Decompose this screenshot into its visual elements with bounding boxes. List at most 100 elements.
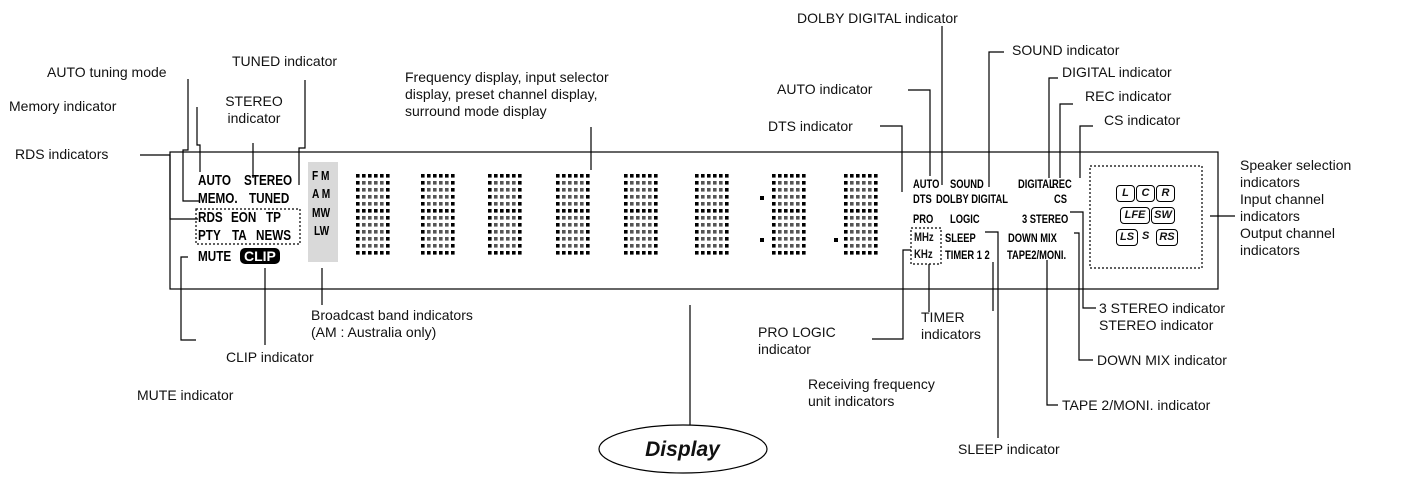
decimal-point-3	[834, 238, 838, 242]
callout-dolby-digital: DOLBY DIGITAL indicator	[797, 10, 958, 26]
panel-pty: PTY	[198, 227, 221, 244]
callout-tuned: TUNED indicator	[232, 53, 338, 69]
panel-r-sleep: SLEEP	[945, 231, 976, 245]
panel-r-dts: DTS	[913, 192, 932, 206]
panel-r-rec: REC	[1052, 177, 1072, 191]
panel-eon: EON	[231, 209, 257, 226]
digit-cell-7	[772, 174, 806, 255]
speaker-c: C	[1136, 185, 1155, 202]
callout-dts: DTS indicator	[768, 118, 853, 134]
callout-timer-line2: indicators	[921, 326, 981, 342]
callout-timer-line1: TIMER	[921, 309, 965, 325]
callout-auto-tuning: AUTO tuning mode	[47, 64, 167, 80]
panel-r-dolby-digital: DOLBY DIGITAL	[936, 192, 1008, 206]
callout-auto: AUTO indicator	[777, 81, 873, 97]
callout-3-stereo: 3 STEREO indicator STEREO indicator	[1099, 300, 1225, 334]
speaker-r: R	[1156, 185, 1175, 202]
panel-tuned: TUNED	[249, 190, 290, 207]
callout-input-line2: indicators	[1240, 208, 1300, 224]
callout-3stereo-line1: 3 STEREO indicator	[1099, 300, 1226, 316]
callout-band-line1: Broadcast band indicators	[311, 307, 473, 323]
callout-cs: CS indicator	[1104, 112, 1181, 128]
panel-r-tape: TAPE2/MONI.	[1007, 248, 1067, 262]
callout-band-line2: (AM : Australia only)	[311, 324, 437, 340]
callout-frequency: Frequency display, input selector displa…	[405, 69, 609, 120]
callout-prologic-line2: indicator	[758, 341, 811, 357]
panel-r-down-mix: DOWN MIX	[1008, 231, 1057, 245]
speaker-lfe: LFE	[1120, 207, 1150, 224]
band-lw: LW	[314, 223, 330, 238]
digit-cell-6	[695, 174, 729, 255]
digit-cell-1	[356, 174, 390, 255]
callout-frequency-line2: display, preset channel display,	[405, 86, 598, 102]
panel-mute: MUTE	[198, 248, 232, 265]
panel-memo: MEMO.	[198, 190, 238, 207]
callout-3stereo-line2: STEREO indicator	[1099, 317, 1214, 333]
band-am: A M	[312, 186, 331, 201]
rds-indicator-group	[195, 208, 301, 245]
display-panel	[169, 151, 1219, 290]
display-title: Display	[645, 438, 720, 461]
panel-r-sound: SOUND	[950, 177, 984, 191]
callout-frequency-line1: Frequency display, input selector	[405, 69, 609, 85]
speaker-sw: SW	[1151, 207, 1175, 224]
band-fm: F M	[312, 168, 330, 183]
panel-r-khz: KHz	[914, 247, 933, 261]
digit-cell-3	[488, 174, 522, 255]
digit-cell-2	[421, 174, 455, 255]
callout-speaker-line1: Speaker selection	[1240, 157, 1352, 173]
speaker-l: L	[1116, 185, 1135, 202]
callout-timer: TIMER indicators	[921, 309, 981, 343]
display-title-ellipse	[598, 424, 768, 474]
callout-frequency-line3: surround mode display	[405, 103, 547, 119]
panel-clip: CLIP	[240, 248, 280, 264]
callout-down-mix: DOWN MIX indicator	[1097, 352, 1227, 368]
digit-cell-8	[844, 174, 878, 255]
panel-r-pro: PRO	[913, 212, 934, 226]
band-mw: MW	[312, 205, 331, 220]
panel-r-mhz: MHz	[914, 230, 934, 244]
speaker-s: S	[1142, 230, 1150, 242]
callout-pro-logic: PRO LOGIC indicator	[758, 324, 836, 358]
panel-stereo: STEREO	[244, 172, 293, 189]
panel-r-digital: DIGITAL	[1018, 177, 1055, 191]
callout-speaker-line2: indicators	[1240, 174, 1300, 190]
callout-rds: RDS indicators	[15, 146, 109, 162]
callout-clip: CLIP indicator	[226, 349, 314, 365]
callout-sleep: SLEEP indicator	[958, 441, 1060, 457]
panel-auto: AUTO	[198, 172, 231, 189]
speaker-ls: LS	[1116, 229, 1138, 246]
callout-prologic-line1: PRO LOGIC	[758, 324, 836, 340]
callout-memory: Memory indicator	[9, 98, 117, 114]
panel-r-logic: LOGIC	[950, 212, 980, 226]
frequency-unit-group	[910, 227, 942, 265]
speaker-rs: RS	[1156, 229, 1178, 246]
callout-sound: SOUND indicator	[1012, 42, 1120, 58]
callout-tape: TAPE 2/MONI. indicator	[1062, 397, 1211, 413]
speaker-indicator-box	[1089, 165, 1203, 269]
callout-stereo-line1: STEREO	[225, 93, 283, 109]
digit-cell-5	[624, 174, 658, 255]
callout-receiving-line1: Receiving frequency	[808, 376, 935, 392]
panel-rds: RDS	[198, 209, 223, 226]
callout-broadcast-band: Broadcast band indicators (AM : Australi…	[311, 307, 473, 341]
decimal-point-1	[760, 196, 764, 200]
callout-stereo-line2: indicator	[227, 110, 281, 126]
panel-news: NEWS	[256, 227, 292, 244]
callout-receiving-frequency: Receiving frequency unit indicators	[808, 376, 935, 410]
callout-speaker-selection: Speaker selection indicators Input chann…	[1240, 157, 1351, 259]
callout-digital: DIGITAL indicator	[1062, 64, 1172, 80]
decimal-point-2	[760, 238, 764, 242]
panel-r-cs: CS	[1054, 192, 1068, 206]
callout-mute: MUTE indicator	[137, 387, 234, 403]
panel-r-timer: TIMER 1 2	[945, 248, 990, 262]
callout-stereo: STEREO indicator	[215, 93, 293, 127]
band-indicator-panel	[308, 162, 338, 262]
panel-r-auto: AUTO	[913, 177, 940, 191]
callout-output-line2: indicators	[1240, 242, 1300, 258]
callout-rec: REC indicator	[1085, 88, 1172, 104]
callout-input-line1: Input channel	[1240, 191, 1325, 207]
callout-receiving-line2: unit indicators	[808, 393, 895, 409]
callout-output-line1: Output channel	[1240, 225, 1335, 241]
